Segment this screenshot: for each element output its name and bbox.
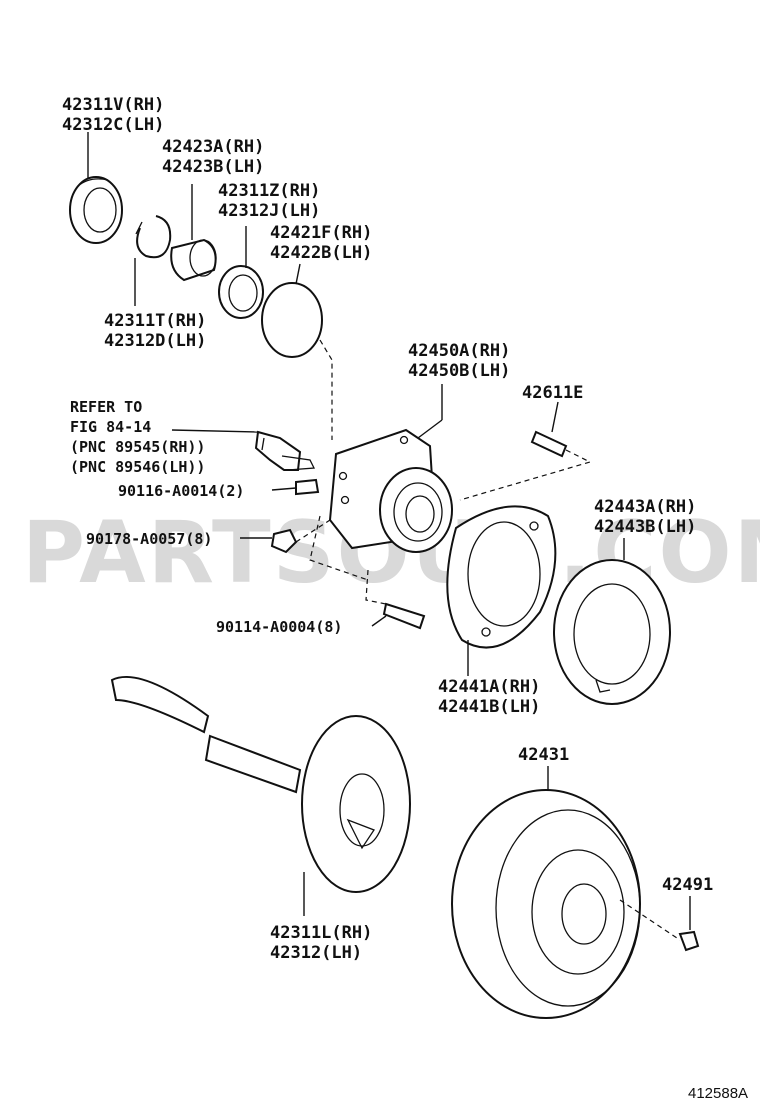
label-gasket-lh: 42443B(LH) bbox=[594, 517, 696, 537]
sensor-screw-part[interactable] bbox=[295, 478, 320, 496]
oil-seal-part[interactable] bbox=[69, 176, 123, 244]
dash-disc-screw bbox=[619, 899, 681, 941]
label-axle-rh: 42311L(RH) bbox=[270, 923, 372, 943]
label-gasket-rh: 42443A(RH) bbox=[594, 497, 696, 517]
label-snap-ring-rh: 42311T(RH) bbox=[104, 311, 206, 331]
leader-o-ring bbox=[295, 263, 301, 285]
label-spacer-rh: 42423A(RH) bbox=[162, 137, 264, 157]
label-o-ring-lh: 42422B(LH) bbox=[270, 243, 372, 263]
label-refer-1: REFER TO bbox=[70, 398, 142, 416]
label-bearing-ring-lh: 42312J(LH) bbox=[218, 201, 320, 221]
label-backing-lh: 42441B(LH) bbox=[438, 697, 540, 717]
hub-bearing-part[interactable] bbox=[328, 428, 453, 553]
dash-o-ring bbox=[319, 339, 333, 440]
label-sensor-screw: 90116-A0014(2) bbox=[118, 482, 244, 500]
label-refer-2: FIG 84-14 bbox=[70, 418, 151, 436]
leader-hub-2 bbox=[417, 419, 443, 439]
label-refer-3: (PNC 89545(RH)) bbox=[70, 438, 205, 456]
dash-bolt-top bbox=[459, 449, 592, 501]
label-hub-bolt: 90114-A0004(8) bbox=[216, 618, 342, 636]
label-hub-rh: 42450A(RH) bbox=[408, 341, 510, 361]
label-spacer-lh: 42423B(LH) bbox=[162, 157, 264, 177]
gasket-plate-part[interactable] bbox=[553, 559, 671, 705]
label-disc: 42431 bbox=[518, 745, 569, 765]
figure-reference: 412588A bbox=[688, 1085, 748, 1102]
disc-screw-part[interactable] bbox=[678, 930, 700, 952]
dash-nut bbox=[295, 515, 369, 581]
label-disc-screw: 42491 bbox=[662, 875, 713, 895]
nut-part[interactable] bbox=[270, 528, 298, 554]
hub-bolt-top-part[interactable] bbox=[530, 430, 568, 458]
leader-sensor bbox=[171, 429, 259, 433]
label-axle-lh: 42312(LH) bbox=[270, 943, 362, 963]
brake-disc-part[interactable] bbox=[451, 789, 641, 1019]
hub-bolt-part[interactable] bbox=[382, 602, 426, 630]
label-o-ring-rh: 42421F(RH) bbox=[270, 223, 372, 243]
label-nut: 90178-A0057(8) bbox=[86, 530, 212, 548]
snap-ring-part[interactable] bbox=[135, 215, 172, 259]
label-bolt-top: 42611E bbox=[522, 383, 583, 403]
leader-hub-bolt bbox=[371, 615, 387, 627]
label-refer-4: (PNC 89546(LH)) bbox=[70, 458, 205, 476]
leader-bolt-top bbox=[551, 401, 559, 433]
speed-sensor-part[interactable] bbox=[254, 430, 316, 471]
label-backing-rh: 42441A(RH) bbox=[438, 677, 540, 697]
label-oil-seal-rh: 42311V(RH) bbox=[62, 95, 164, 115]
label-bearing-ring-rh: 42311Z(RH) bbox=[218, 181, 320, 201]
spacer-part[interactable] bbox=[170, 238, 217, 282]
label-snap-ring-lh: 42312D(LH) bbox=[104, 331, 206, 351]
bearing-ring-part[interactable] bbox=[218, 265, 264, 319]
leader-sensor-screw bbox=[271, 487, 297, 491]
label-hub-lh: 42450B(LH) bbox=[408, 361, 510, 381]
backing-plate-part[interactable] bbox=[446, 505, 557, 649]
o-ring-part[interactable] bbox=[261, 282, 323, 358]
axle-shaft-part[interactable] bbox=[110, 676, 411, 893]
label-oil-seal-lh: 42312C(LH) bbox=[62, 115, 164, 135]
dash-hub-bolt bbox=[365, 569, 387, 605]
